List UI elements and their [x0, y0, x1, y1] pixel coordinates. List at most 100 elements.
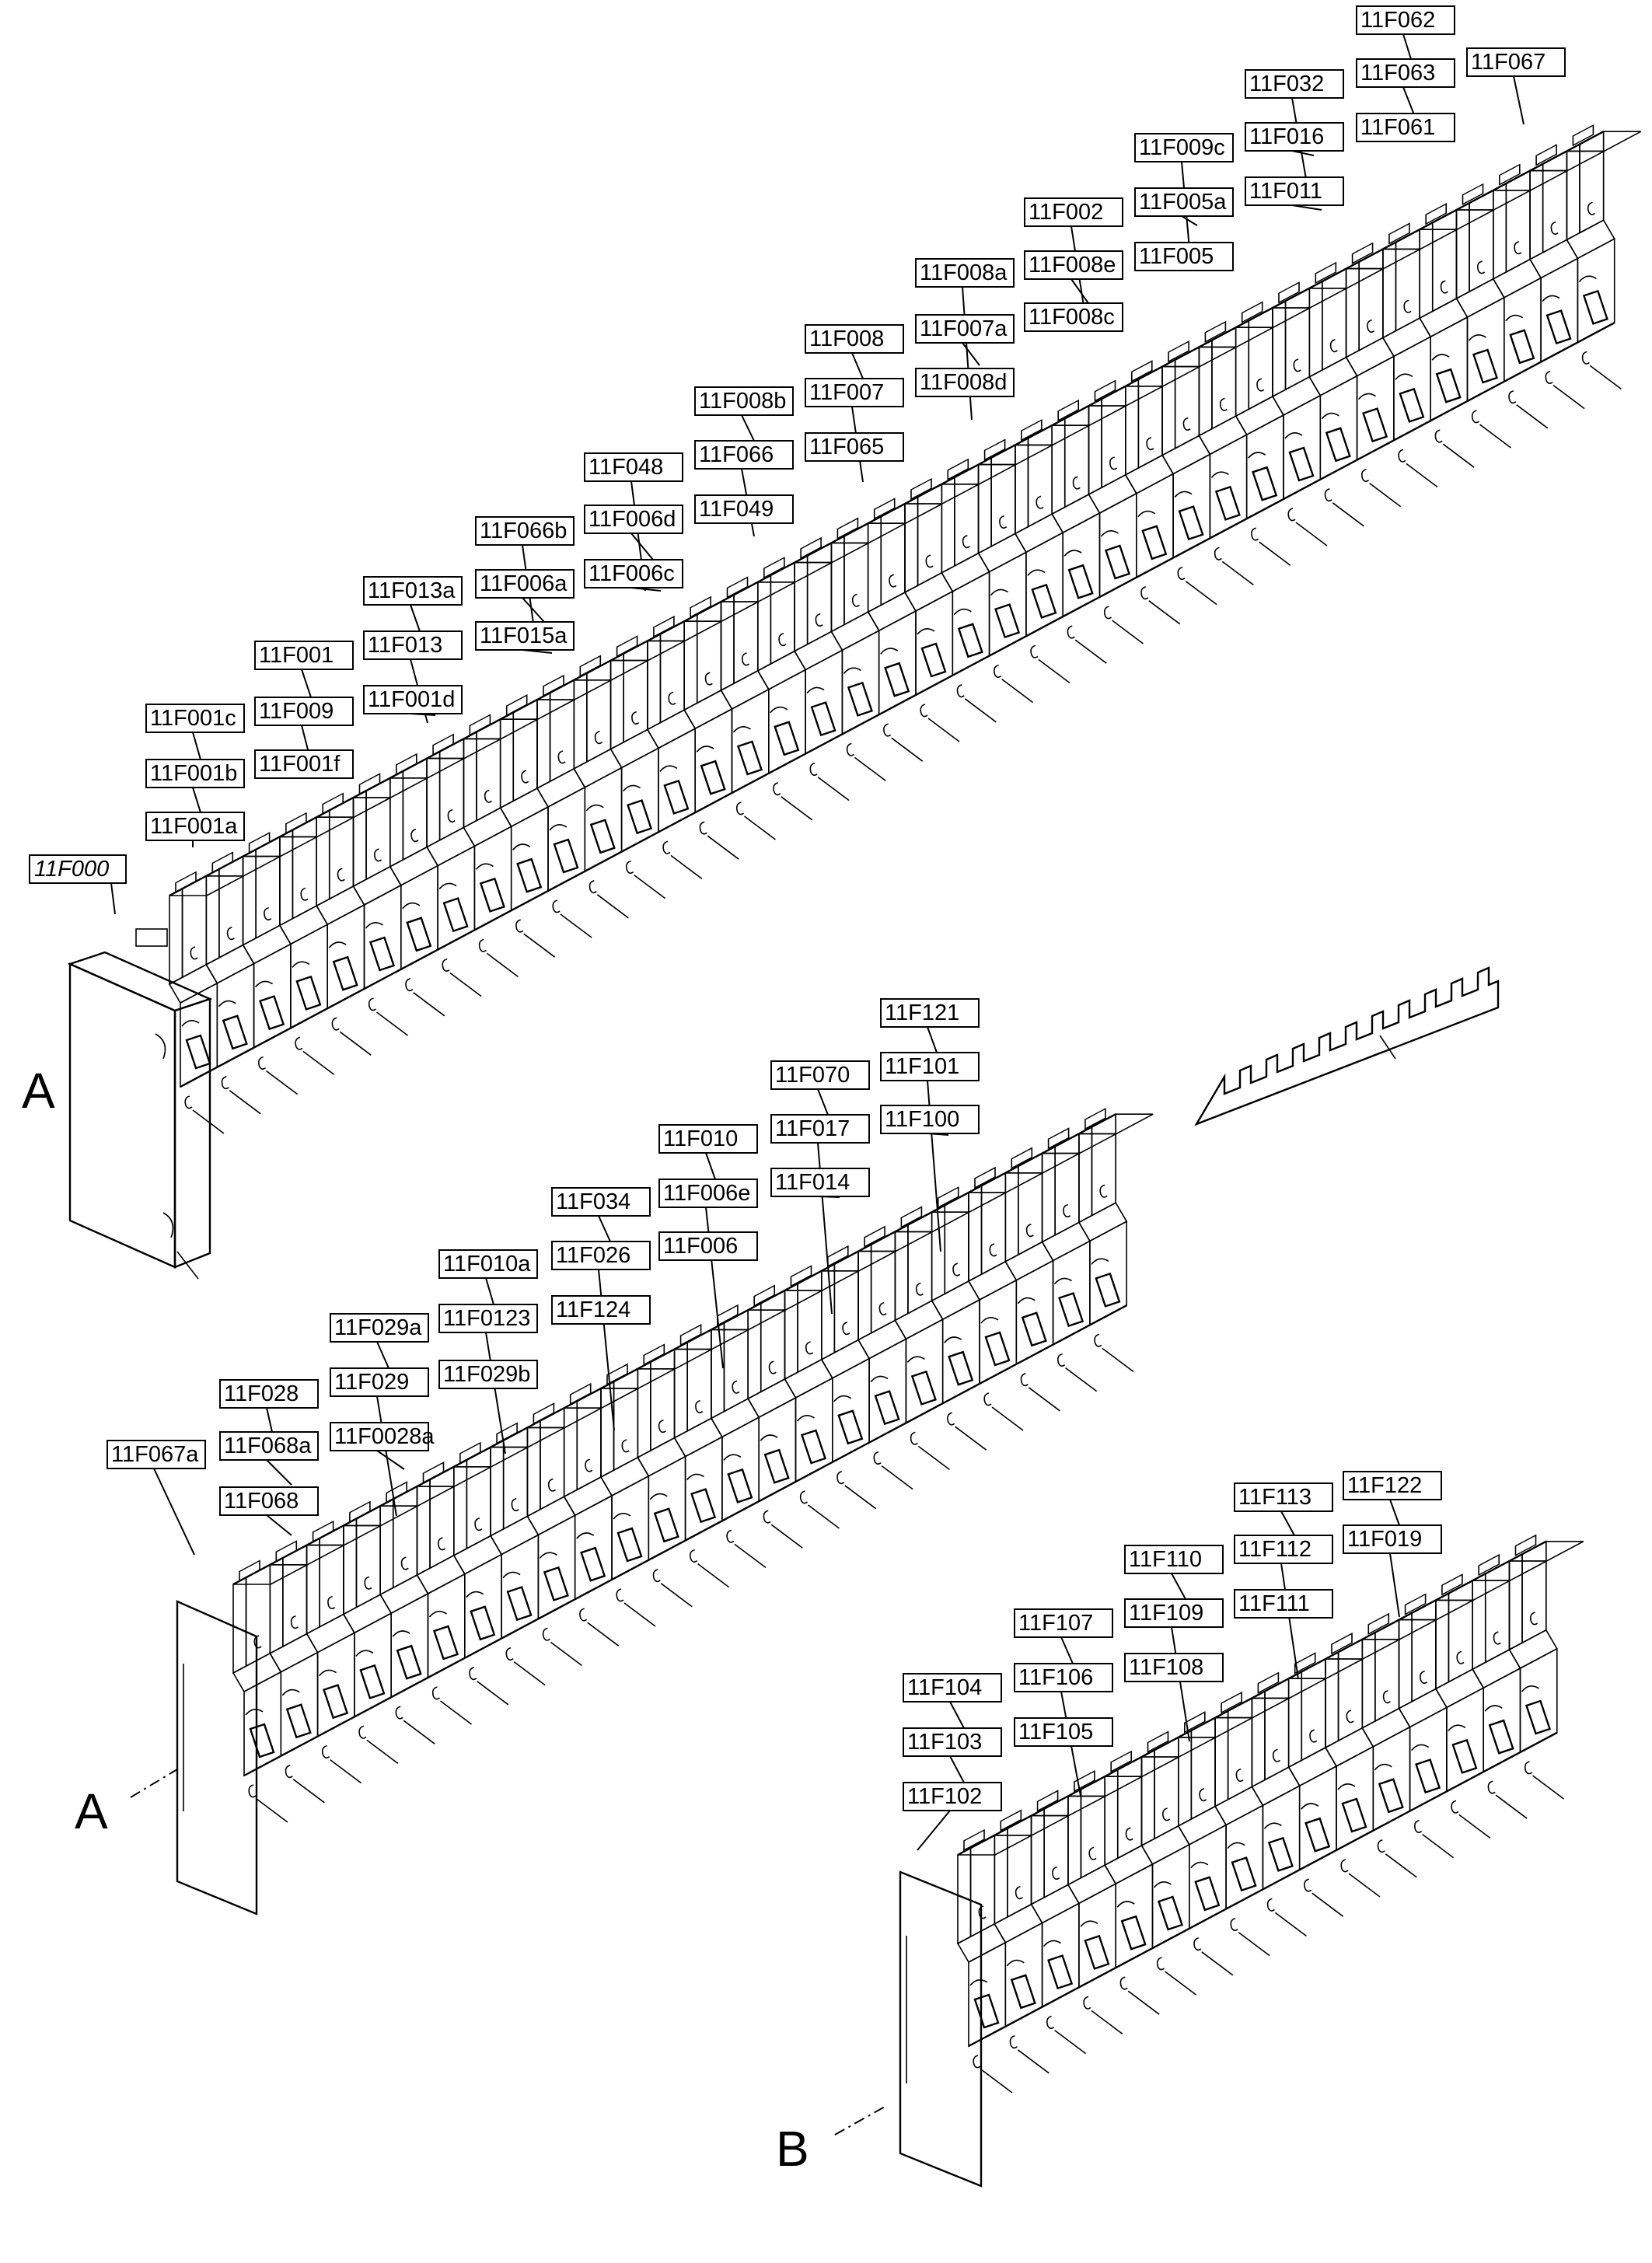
section-letter-top: A: [22, 1063, 55, 1119]
label-text: 11F008: [809, 327, 884, 351]
row-middle-bottom-edge: [243, 1304, 1127, 1777]
reference-label: 11F063: [1356, 58, 1455, 117]
label-text: 11F0123: [443, 1306, 530, 1331]
end-cap-top: [67, 928, 213, 1280]
label-text: 11F005a: [1139, 190, 1227, 215]
reference-label: 11F067a: [107, 1440, 206, 1556]
reference-label: 11F066b: [475, 516, 575, 646]
label-text: 11F016: [1249, 124, 1324, 149]
row-bottom-bottom-edge: [968, 1731, 1558, 2048]
label-text: 11F068: [224, 1489, 299, 1514]
label-text: 11F066b: [480, 519, 567, 543]
reference-label: 11F029b: [438, 1360, 538, 1389]
label-text: 11F008e: [1029, 253, 1116, 278]
label-text: 11F010a: [443, 1252, 531, 1276]
reference-label: 11F006e: [658, 1179, 758, 1369]
label-text: 11F013a: [368, 578, 456, 603]
label-text: 11F001b: [150, 761, 237, 786]
label-text: 11F112: [1238, 1537, 1311, 1562]
reference-label: 11F105: [1014, 1717, 1113, 1747]
reference-label: 11F011: [1245, 176, 1344, 211]
reference-label: 11F068: [219, 1486, 319, 1536]
reference-label: 11F005a: [1134, 187, 1234, 226]
reference-label: 11F067: [1466, 47, 1566, 125]
reference-label: 11F049: [694, 494, 794, 524]
label-text: 11F062: [1360, 8, 1435, 33]
label-text: 11F007a: [920, 316, 1008, 341]
section-letter-middle: A: [75, 1783, 108, 1839]
breaker-row-bottom: [956, 1534, 1584, 2094]
reference-label: 11F029a: [330, 1313, 429, 1369]
reference-label: 11F122: [1343, 1471, 1442, 1526]
reference-label: 11F001a: [145, 812, 245, 847]
label-text: 11F063: [1360, 61, 1435, 86]
label-text: 11F006: [663, 1234, 738, 1259]
label-text: 11F029b: [443, 1362, 530, 1387]
label-text: 11F102: [907, 1784, 982, 1809]
reference-label: 11F112: [1234, 1535, 1333, 1680]
reference-label: 11F100: [880, 1105, 980, 1136]
label-text: 11F049: [699, 497, 774, 522]
label-text: 11F001f: [259, 752, 341, 777]
end-cap-middle: [176, 1600, 258, 1916]
label-text: 11F001: [259, 643, 334, 668]
label-text: 11F107: [1018, 1611, 1093, 1636]
label-text: 11F108: [1129, 1655, 1203, 1680]
label-text: 11F000: [34, 857, 109, 882]
reference-label: 11F001c: [145, 704, 245, 760]
label-text: 11F028: [224, 1381, 299, 1406]
label-text: 11F010: [663, 1126, 738, 1151]
reference-label: 11F015a: [475, 621, 575, 654]
reference-label: 11F124: [551, 1295, 651, 1325]
row-top-bottom-edge: [180, 322, 1615, 1088]
reference-label: 11F006: [658, 1231, 758, 1261]
reference-label: 11F019: [1343, 1524, 1442, 1618]
label-text: 11F011: [1249, 179, 1322, 204]
reference-label: 11F106: [1014, 1663, 1113, 1797]
label-text: 11F013: [368, 633, 442, 658]
label-text: 11F002: [1029, 200, 1103, 225]
reference-label: 11F001: [254, 641, 354, 698]
reference-label: 11F028: [219, 1379, 319, 1433]
label-text: 11F0028a: [334, 1424, 435, 1449]
label-text: 11F008d: [920, 370, 1007, 395]
reference-label: 11F029: [330, 1367, 429, 1517]
reference-label: 11F006d: [584, 505, 683, 561]
reference-label: 11F013: [363, 630, 463, 724]
reference-label: 11F008: [805, 324, 904, 379]
busbar-comb: [1194, 966, 1500, 1126]
label-text: 11F029: [334, 1370, 409, 1395]
row-middle-top-edge: [232, 1113, 1116, 1586]
reference-label: 11F008e: [1024, 250, 1123, 304]
label-text: 11F113: [1238, 1485, 1311, 1510]
label-text: 11F105: [1018, 1720, 1093, 1744]
reference-label: 11F103: [903, 1727, 1002, 1783]
label-text: 11F067: [1471, 50, 1545, 75]
reference-label: 11F006a: [475, 569, 575, 623]
label-text: 11F001c: [150, 706, 236, 731]
reference-label: 11F005: [1134, 242, 1234, 271]
label-text: 11F032: [1249, 72, 1324, 96]
label-text: 11F066: [699, 442, 774, 467]
reference-label: 11F111: [1234, 1589, 1333, 1619]
reference-label: 11F065: [805, 432, 904, 462]
reference-label: 11F008d: [915, 368, 1015, 397]
reference-label: 11F101: [880, 1052, 980, 1252]
reference-label: 11F034: [551, 1187, 651, 1242]
reference-label: 11F066: [694, 440, 794, 537]
label-text: 11F111: [1238, 1591, 1310, 1616]
label-text: 11F006e: [663, 1181, 750, 1206]
label-text: 11F101: [885, 1054, 959, 1079]
reference-label: 11F010: [658, 1124, 758, 1180]
reference-label: 11F121: [880, 998, 980, 1053]
label-text: 11F109: [1129, 1601, 1203, 1626]
label-text: 11F034: [556, 1189, 630, 1214]
label-text: 11F001a: [150, 814, 238, 839]
reference-label: 11F008b: [694, 386, 794, 442]
reference-label: 11F070: [770, 1060, 870, 1116]
reference-label: 11F0028a: [330, 1422, 435, 1470]
breaker-row-middle: [232, 1107, 1154, 1823]
reference-label: 11F032: [1245, 69, 1344, 180]
